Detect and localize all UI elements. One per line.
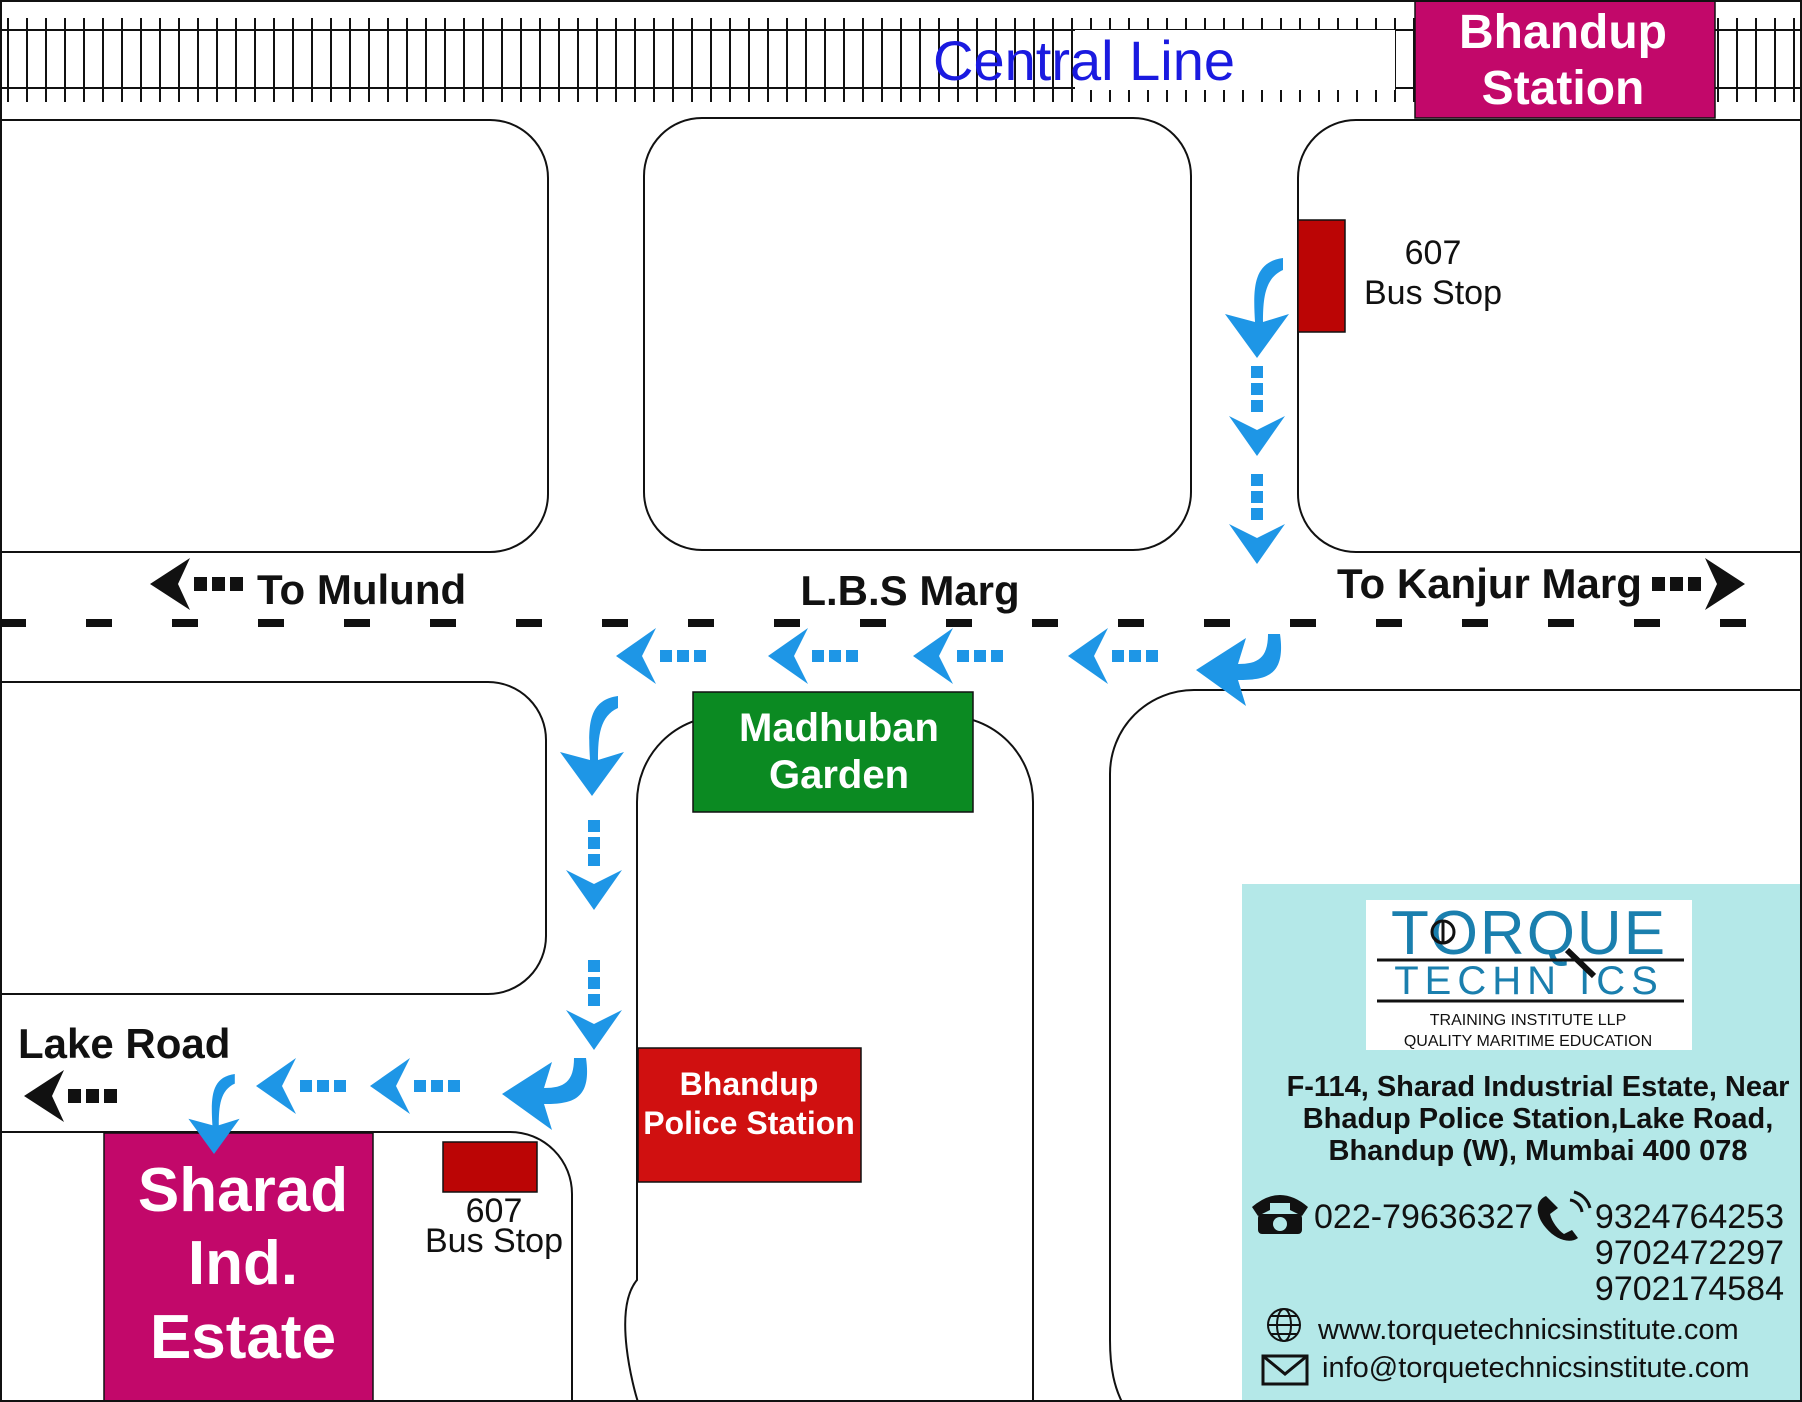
rail-label-bg [1075, 30, 1395, 90]
route-arrow-down [1229, 474, 1285, 564]
route-arrow-left [370, 1058, 460, 1114]
block-top-middle [643, 117, 1192, 551]
info-panel: TORQUE TECHN ICS TRAINING INSTITUTE LLP … [1242, 884, 1802, 1402]
bus-stop-marker [1297, 219, 1346, 333]
svg-text:607: 607 [1405, 234, 1462, 272]
svg-text:Estate: Estate [150, 1303, 336, 1372]
svg-text:Bus Stop: Bus Stop [1364, 274, 1502, 312]
svg-text:Bhandup: Bhandup [680, 1066, 819, 1102]
svg-text:Ind.: Ind. [188, 1229, 298, 1298]
address-line-2: Bhadup Police Station,Lake Road, [1303, 1103, 1774, 1135]
landline-number: 022-79636327 [1314, 1198, 1533, 1236]
bhandup-police-station: Bhandup Police Station [637, 1047, 862, 1183]
to-kanjur-marg-label: To Kanjur Marg [1337, 560, 1642, 607]
mobile-number-2: 9702472297 [1595, 1234, 1784, 1272]
address-line-3: Bhandup (W), Mumbai 400 078 [1329, 1135, 1748, 1167]
block-top-right [1297, 119, 1802, 553]
mobile-number-1: 9324764253 [1595, 1198, 1784, 1236]
telephone-icon [1252, 1195, 1308, 1234]
to-mulund-arrow [150, 558, 243, 610]
svg-text:607: 607 [466, 1192, 523, 1230]
route-arrow-down [566, 820, 622, 910]
route-arrow-left [768, 628, 858, 684]
route-arrow-down [1229, 366, 1285, 456]
route-arrow-left [256, 1058, 346, 1114]
svg-text:Sharad: Sharad [138, 1156, 348, 1225]
svg-text:Garden: Garden [769, 753, 909, 797]
svg-text:Police Station: Police Station [643, 1105, 855, 1141]
bus-stop-marker [442, 1141, 538, 1193]
bus-stop-bottom: 607 Bus Stop [425, 1141, 563, 1260]
address-line-1: F-114, Sharad Industrial Estate, Near [1287, 1071, 1790, 1103]
website-url: www.torquetechnicsinstitute.com [1317, 1314, 1739, 1346]
anchor-icon [1430, 919, 1456, 945]
bhandup-station: Bhandup Station [1414, 0, 1716, 119]
email-address: info@torquetechnicsinstitute.com [1322, 1352, 1750, 1384]
bus-stop-top: 607 Bus Stop [1297, 219, 1502, 333]
central-line-label: Central Line [933, 29, 1235, 92]
route-arrow-left [616, 628, 706, 684]
sharad-ind-estate: Sharad Ind. Estate [103, 1132, 374, 1402]
madhuban-garden: Madhuban Garden [692, 691, 974, 813]
block-top-left [0, 119, 549, 553]
to-kanjur-marg-arrow [1652, 558, 1745, 610]
route-arrow-turn-left [502, 1058, 588, 1130]
logo: TORQUE TECHN ICS TRAINING INSTITUTE LLP … [1366, 899, 1692, 1050]
logo-word-torque: TORQUE [1391, 899, 1667, 968]
block-mid-left [0, 681, 547, 995]
svg-text:Bus Stop: Bus Stop [425, 1222, 563, 1260]
route-arrow-down [1225, 258, 1289, 358]
magnifier-handle-icon [1564, 947, 1597, 979]
route-arrow-down [566, 960, 622, 1050]
svg-text:Madhuban: Madhuban [739, 706, 939, 750]
lake-road-arrow [24, 1070, 117, 1122]
svg-text:Bhandup: Bhandup [1459, 6, 1667, 59]
lbs-marg-label: L.B.S Marg [800, 567, 1019, 614]
logo-tagline-2: QUALITY MARITIME EDUCATION [1404, 1033, 1652, 1050]
mobile-phone-icon [1537, 1190, 1592, 1241]
logo-tagline-1: TRAINING INSTITUTE LLP [1430, 1012, 1626, 1029]
lake-road-label: Lake Road [18, 1020, 230, 1067]
email-icon [1261, 1354, 1309, 1386]
route-arrow-down [560, 696, 624, 796]
route-arrow-left [913, 628, 1003, 684]
globe-icon [1267, 1308, 1301, 1342]
svg-text:Station: Station [1482, 62, 1645, 115]
to-mulund-label: To Mulund [257, 566, 466, 613]
logo-word-technics: TECHN ICS [1394, 959, 1664, 1003]
mobile-number-3: 9702174584 [1595, 1270, 1784, 1308]
route-arrow-left [1068, 628, 1158, 684]
